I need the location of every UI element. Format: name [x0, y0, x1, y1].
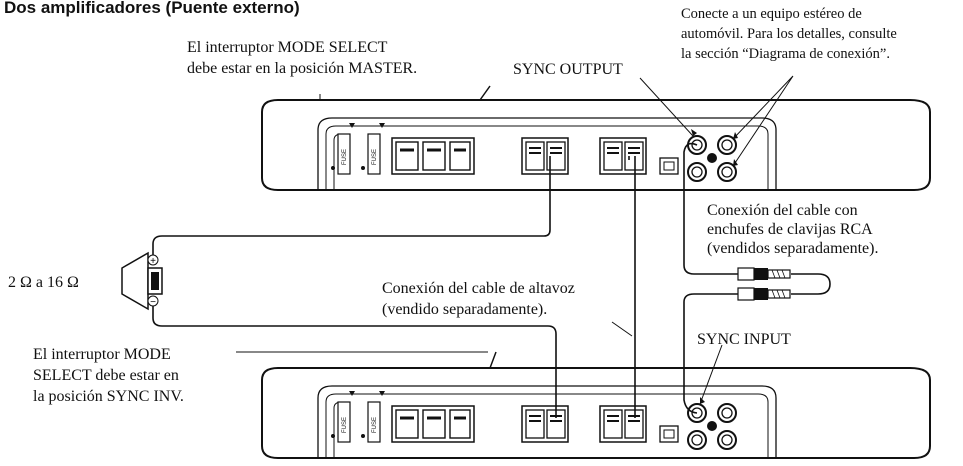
speaker-terminal-right: [599, 405, 647, 443]
sync-input-leader: [699, 344, 723, 405]
fuse-2: FUSE: [367, 133, 381, 175]
fuse-label: FUSE: [372, 149, 378, 165]
rca-note-line3: (vendidos separadamente).: [707, 240, 878, 257]
fuse-2: FUSE: [367, 401, 381, 443]
stereo-note-line3: la sección “Diagrama de conexión”.: [681, 46, 890, 62]
sync-output-label: SYNC OUTPUT: [513, 61, 623, 78]
sync-inv-note-line2: SELECT debe estar en: [33, 367, 179, 384]
master-note-line1: El interruptor MODE SELECT: [187, 39, 388, 56]
power-terminal-block: [391, 405, 475, 443]
stereo-note-line2: automóvil. Para los detalles, consulte: [681, 26, 897, 42]
fuse-1: FUSE: [337, 401, 351, 443]
fuse-label: FUSE: [372, 417, 378, 433]
rca-plug-icon: [737, 267, 791, 281]
sync-input-label: SYNC INPUT: [697, 331, 791, 348]
remote-port-icon: [659, 157, 679, 175]
rca-plug-icon: [737, 287, 791, 301]
sync-inv-note-line3: la posición SYNC INV.: [33, 388, 184, 405]
rca-jacks: [687, 135, 737, 182]
stereo-leader: [732, 75, 794, 167]
speaker-terminal-left: [521, 405, 569, 443]
amplifier-master: FUSE FUSE: [261, 85, 931, 191]
impedance-label: 2 Ω a 16 Ω: [8, 274, 79, 291]
speaker-cable-line1: Conexión del cable de altavoz: [382, 280, 575, 297]
speaker-cable-line2: (vendido separadamente).: [382, 301, 547, 318]
fuse-label: FUSE: [342, 417, 348, 433]
speaker-cable: [152, 156, 636, 418]
rca-jacks: [687, 403, 737, 450]
diagram-title: Dos amplificadores (Puente externo): [4, 0, 300, 17]
sync-output-leader: [639, 77, 694, 137]
speaker-terminal-right: [599, 137, 647, 175]
speaker-icon: + −: [121, 251, 163, 311]
fuse-1: FUSE: [337, 133, 351, 175]
sync-inv-note-line1: El interruptor MODE: [33, 346, 171, 363]
rca-note-line1: Conexión del cable con: [707, 202, 858, 219]
speaker-terminal-left: [521, 137, 569, 175]
speaker-minus-sign: −: [150, 297, 156, 308]
remote-port-icon: [659, 425, 679, 443]
fuse-label: FUSE: [342, 149, 348, 165]
power-terminal-block: [391, 137, 475, 175]
master-note-line2: debe estar en la posición MASTER.: [187, 60, 417, 77]
rca-sync-cable: [683, 142, 831, 414]
speaker-cable-leader: [611, 321, 633, 337]
stereo-note-line1: Conecte a un equipo estéreo de: [681, 6, 862, 22]
speaker-plus-sign: +: [150, 256, 156, 267]
rca-note-line2: enchufes de clavijas RCA: [707, 221, 873, 238]
amplifier-sync-inv: FUSE FUSE: [261, 351, 931, 459]
